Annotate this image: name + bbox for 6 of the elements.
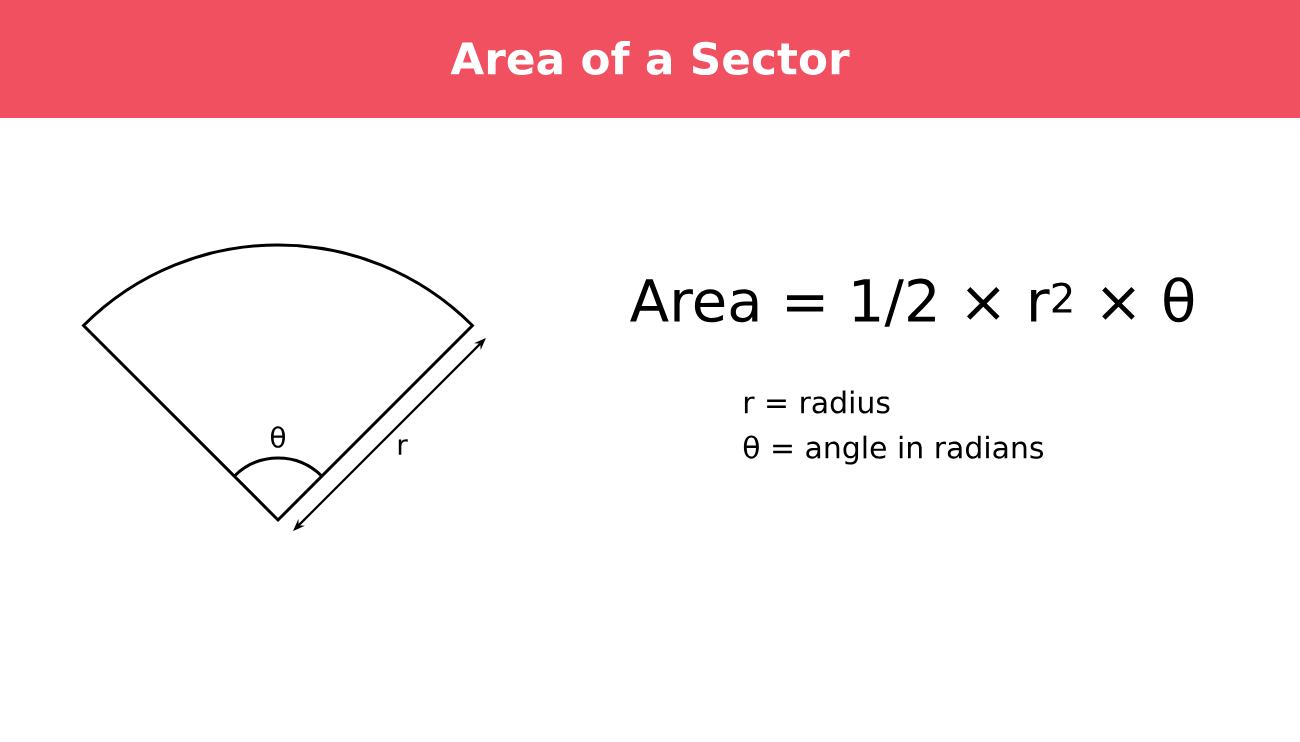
- title-banner: Area of a Sector: [0, 0, 1300, 118]
- definition-text: θ = angle in radians: [743, 435, 1043, 465]
- radius-label: r: [398, 439, 408, 455]
- angle-label: θ: [271, 426, 285, 448]
- formula: Area = 1/2 × r$^{2}$ × θ: [630, 277, 1194, 327]
- definition-text: r = radius: [744, 390, 890, 414]
